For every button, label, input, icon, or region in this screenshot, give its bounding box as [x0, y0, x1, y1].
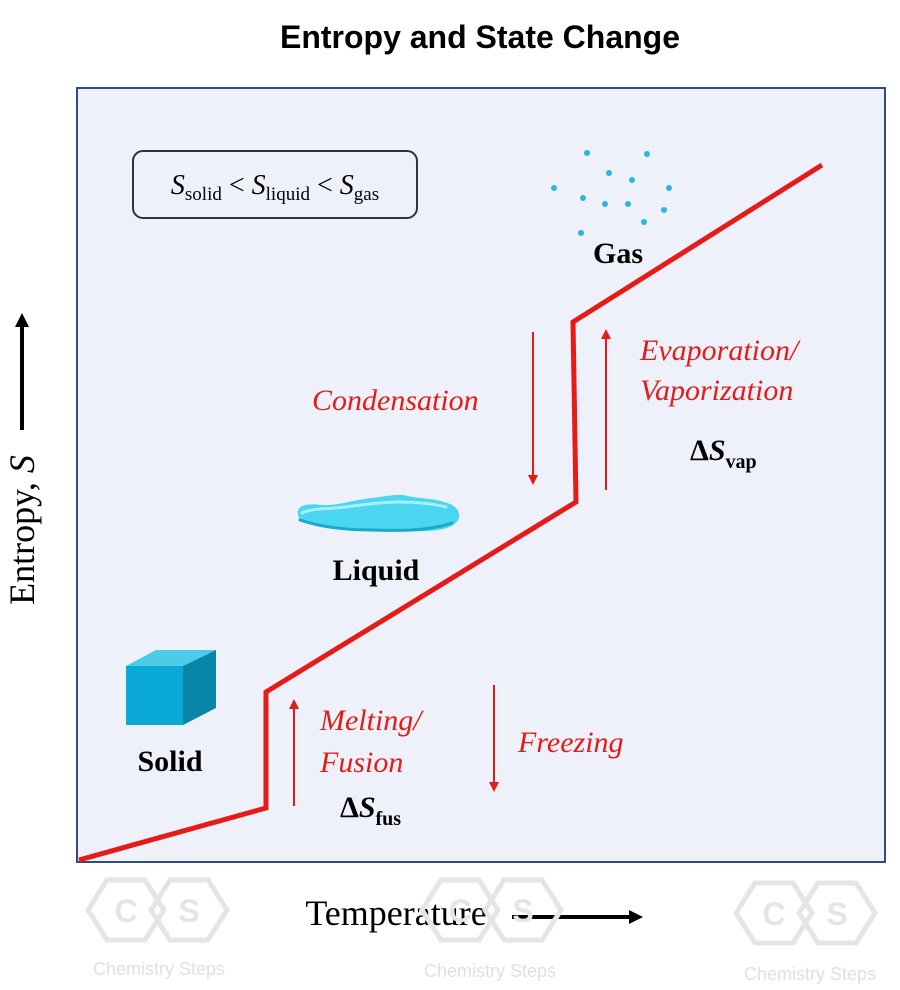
watermark-center-letter-c: C [448, 893, 471, 929]
page-title: Entropy and State Change [280, 19, 680, 55]
melting-label: Melting/ [319, 704, 424, 737]
vaporization-label: Vaporization [640, 374, 793, 407]
inequality-text: Ssolid < Sliquid < Sgas [171, 170, 379, 205]
watermark-right-text: Chemistry Steps [744, 964, 876, 984]
watermark-left-letter-s: S [178, 893, 199, 929]
watermark-right-letter-c: C [762, 896, 785, 932]
liquid-puddle-icon [297, 494, 460, 532]
solid-cube-icon [126, 650, 216, 725]
gas-particles-icon [551, 150, 672, 236]
watermark-right-letter-s: S [826, 896, 847, 932]
delta-s-fus: ΔSfus [340, 791, 401, 830]
y-axis-label: Entropy, S [2, 455, 42, 605]
liquid-label: Liquid [333, 554, 420, 587]
fusion-label: Fusion [319, 746, 403, 779]
watermark-center-text: Chemistry Steps [424, 961, 556, 981]
freezing-label: Freezing [517, 726, 624, 759]
gas-label: Gas [593, 237, 643, 270]
entropy-curve [78, 162, 824, 863]
watermark-left-letter-c: C [114, 893, 137, 929]
delta-s-vap: ΔSvap [690, 434, 757, 473]
inequality-box: Ssolid < Sliquid < Sgas [132, 150, 418, 219]
watermark-left [85, 877, 230, 943]
watermark-left-text: Chemistry Steps [93, 959, 225, 979]
evaporation-label: Evaporation/ [639, 334, 801, 367]
y-axis: Entropy, S [2, 313, 42, 605]
x-axis: Temperature [305, 893, 643, 933]
watermark-center-letter-s: S [512, 893, 533, 929]
x-axis-label: Temperature [305, 893, 486, 933]
solid-label: Solid [137, 745, 202, 778]
condensation-label: Condensation [312, 384, 479, 417]
watermark-right [733, 880, 878, 946]
watermark-center [419, 877, 564, 943]
